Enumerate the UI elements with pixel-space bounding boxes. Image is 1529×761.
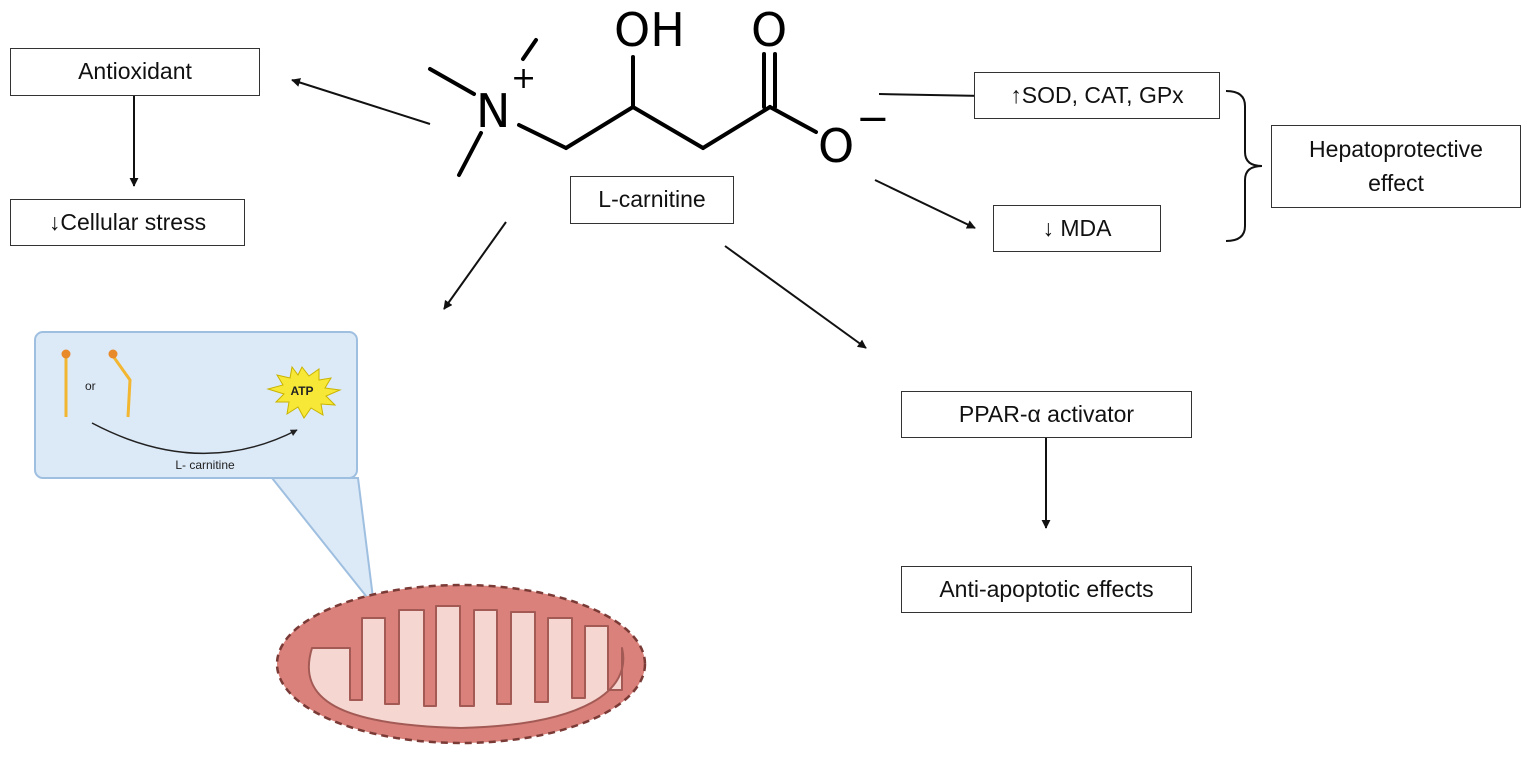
carbonyl-oxygen: O (751, 3, 787, 57)
antioxidant-label: Antioxidant (78, 58, 192, 85)
transport-arrow (91, 422, 298, 455)
inset-panel (34, 331, 358, 479)
bond-methyl-top (521, 38, 538, 61)
ppar-box: PPAR-α activator (901, 391, 1192, 438)
fatty-acid-head-2 (108, 349, 118, 359)
hepatoprotective-label: Hepatoprotective effect (1309, 136, 1483, 196)
hepatoprotective-box: Hepatoprotective effect (1271, 125, 1521, 208)
anti-apoptotic-label: Anti-apoptotic effects (939, 575, 1154, 602)
cellular-stress-label: ↓Cellular stress (48, 208, 207, 235)
nitrogen-charge: + (511, 61, 536, 96)
nitrogen-atom: N (476, 84, 510, 138)
anti-apoptotic-box: Anti-apoptotic effects (901, 566, 1192, 613)
bond-c4-o-minus (768, 105, 818, 134)
bond-c3-c4 (701, 105, 772, 150)
antioxidant-box: Antioxidant (10, 48, 260, 96)
mitochondrion-cristae (307, 605, 625, 729)
arrow-to-mitochondria (443, 221, 507, 310)
l-carnitine-structure (428, 38, 818, 177)
hydroxyl-group: OH (614, 3, 685, 57)
mda-label: ↓ MDA (1042, 214, 1112, 241)
transport-arrow-label: L- carnitine (175, 458, 235, 472)
carboxylate-charge: − (856, 96, 890, 142)
bond-methyl-lower (457, 131, 483, 177)
arrow-to-mda (874, 179, 976, 229)
grouping-brace (1225, 90, 1263, 242)
arrow-to-ppar (724, 245, 867, 349)
ppar-label: PPAR-α activator (958, 400, 1135, 427)
arrow-to-antioxidant (291, 78, 431, 125)
fatty-acid-head-1 (61, 349, 71, 359)
arrow-to-enzymes (878, 91, 986, 101)
enzymes-label: ↑SOD, CAT, GPx (1010, 81, 1184, 108)
atp-label: ATP (290, 384, 313, 398)
inset-callout-pointer (269, 477, 376, 610)
bond-n-c1 (517, 123, 568, 150)
l-carnitine-label: L-carnitine (598, 186, 706, 213)
mitochondrion (275, 583, 647, 745)
carboxylate-oxygen: O (818, 119, 854, 173)
bond-c2-c3 (631, 105, 705, 150)
fatty-acid-bent (111, 355, 132, 418)
enzymes-box: ↑SOD, CAT, GPx (974, 72, 1220, 119)
l-carnitine-box: L-carnitine (570, 176, 734, 224)
mda-box: ↓ MDA (993, 205, 1161, 252)
atp-burst (266, 365, 342, 419)
bond-methyl-upper-left (428, 67, 476, 96)
cellular-stress-box: ↓Cellular stress (10, 199, 245, 246)
bond-c1-c2 (564, 105, 635, 150)
or-label: or (85, 379, 96, 393)
